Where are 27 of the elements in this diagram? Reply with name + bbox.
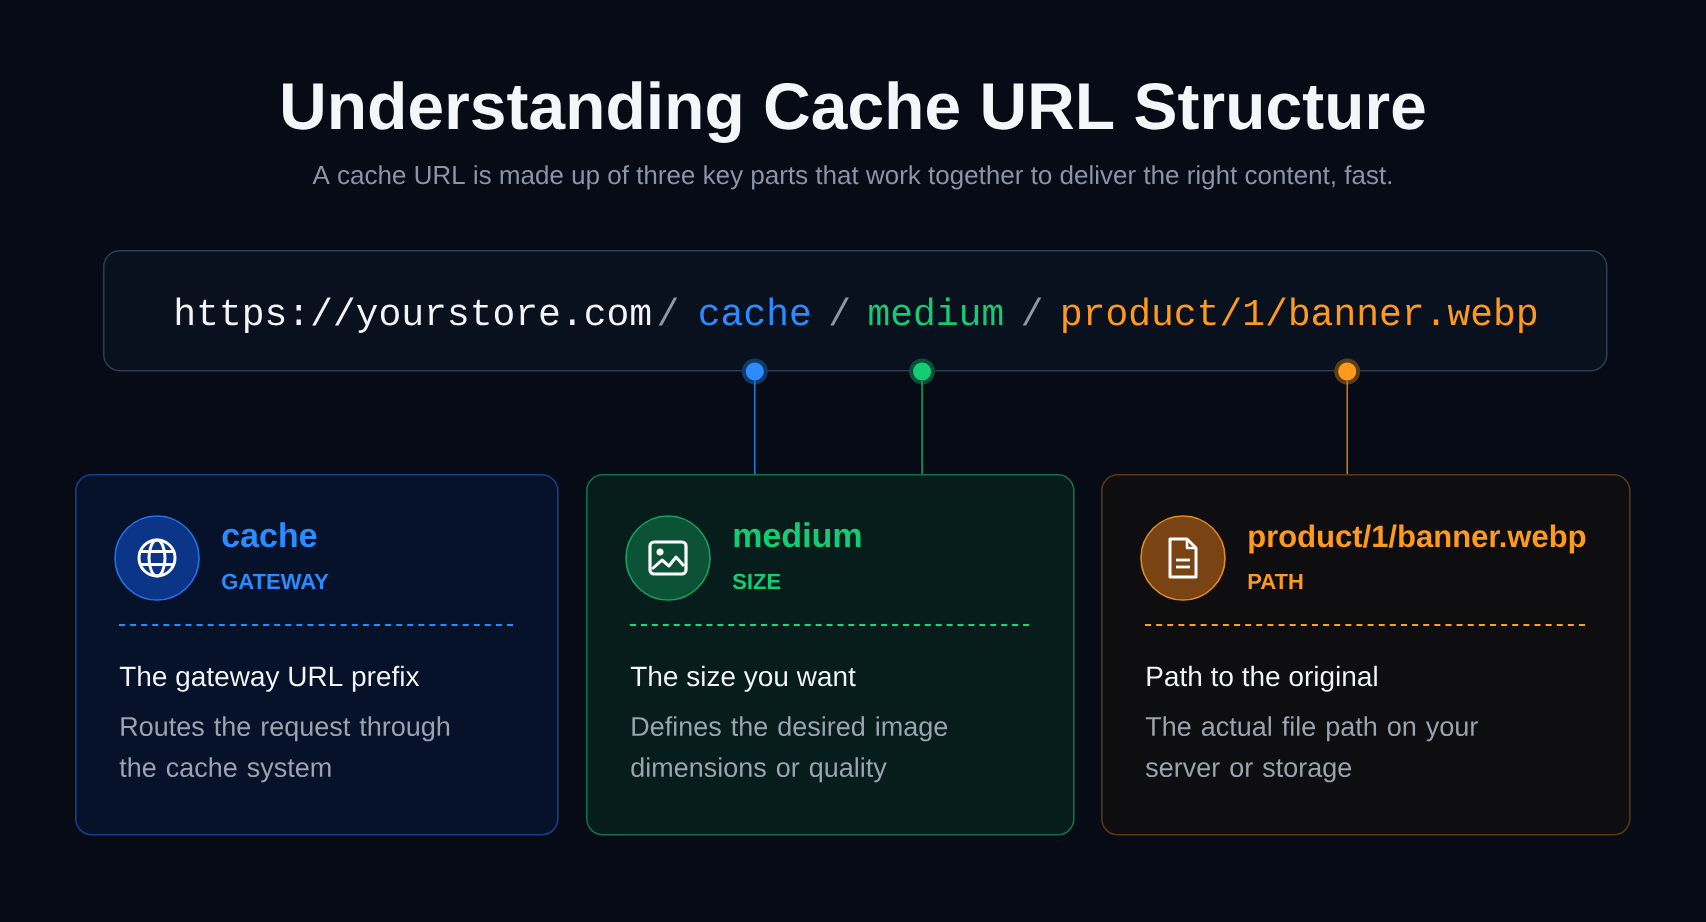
connector-dot [741,358,768,385]
path-separator: / [658,297,678,326]
category-label: PATH [1248,573,1303,589]
subheading: The gateway URL prefix [119,665,420,692]
connector-dot [909,358,936,385]
path-separator: / [1022,297,1042,326]
title: Understanding Cache URL Structure [283,81,1425,143]
subtitle: A cache URL is made up of three key parts that work together to deliver the right content, fast. [312,165,1391,190]
path-text: medium [869,297,1003,326]
connector-line [754,379,756,475]
heading: product/1/banner.webp [1249,524,1586,554]
connector-dot [1334,358,1361,385]
path-text: product/1/banner.webp [1063,297,1537,333]
connector-line [921,379,923,475]
heading: cache [222,522,317,548]
description: Defines the desired image dimensions or quality [631,716,948,783]
connector-line [1346,379,1348,475]
description: The actual file path on your server or storage [1145,716,1478,783]
path-separator: / [830,297,849,326]
path-text: cache [700,297,810,326]
subheading: The size you want [630,665,856,692]
heading: medium [734,522,861,548]
url-host: https://yourstore.com [176,297,651,333]
description: Routes the request through the cache system [119,716,450,783]
category-label: GATEWAY [222,573,329,590]
subheading: Path to the original [1147,665,1377,692]
category-label: SIZE [732,573,781,590]
